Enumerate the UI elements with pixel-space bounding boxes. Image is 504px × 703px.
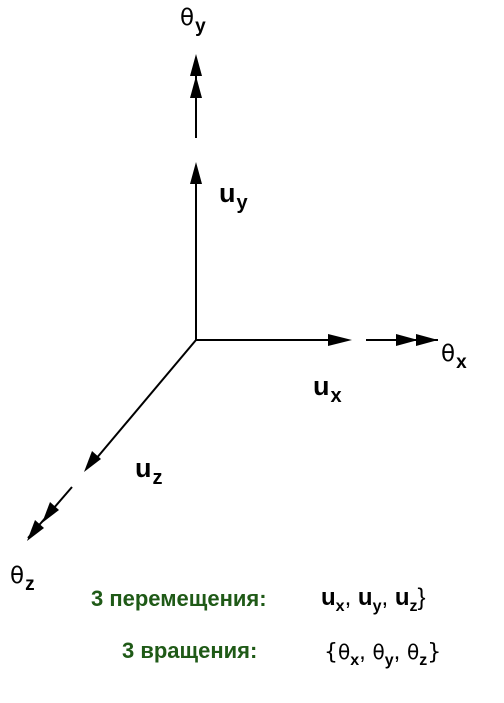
translations-row: 3 перемещения: ux, uy, uz} bbox=[91, 586, 426, 615]
theta-z-sub: z bbox=[419, 652, 428, 669]
theta-symbol-3: θ bbox=[407, 640, 420, 664]
theta-y-label: θy bbox=[180, 5, 206, 37]
u-z-arrowhead bbox=[84, 451, 101, 472]
theta-z-subscript: z bbox=[25, 574, 35, 595]
u-symbol-2: u bbox=[357, 584, 373, 611]
rotations-row: 3 вращения: {θx, θy, θz} bbox=[122, 638, 441, 669]
theta-x-symbol: θ bbox=[441, 341, 456, 367]
theta-z-label: θz bbox=[10, 563, 35, 595]
separator-2: , bbox=[381, 584, 395, 611]
theta-y-symbol: θ bbox=[180, 5, 195, 31]
u-x-arrowhead bbox=[328, 334, 352, 346]
theta-symbol-2: θ bbox=[372, 640, 385, 664]
theta-x-arrowhead-1 bbox=[396, 334, 418, 346]
closing-brace: } bbox=[417, 584, 426, 611]
closing-brace: } bbox=[427, 640, 442, 665]
theta-x-subscript: x bbox=[456, 352, 467, 373]
theta-z-symbol: θ bbox=[10, 563, 25, 589]
opening-brace: { bbox=[324, 640, 338, 665]
theta-x-sub: x bbox=[350, 652, 360, 669]
theta-y-subscript: y bbox=[195, 16, 206, 37]
theta-symbol-1: θ bbox=[338, 640, 351, 664]
theta-z-arrowhead-1 bbox=[42, 502, 59, 523]
u-x-subscript: x bbox=[330, 385, 342, 407]
theta-z-arrowhead-2 bbox=[27, 520, 44, 541]
u-x-sub: x bbox=[335, 598, 345, 615]
u-z-label: uz bbox=[135, 453, 163, 489]
u-z-sub: z bbox=[409, 598, 418, 615]
separator-1: , bbox=[359, 638, 373, 665]
u-x-label: ux bbox=[313, 371, 342, 407]
theta-y-arrowhead-2 bbox=[190, 76, 202, 98]
u-symbol-1: u bbox=[321, 584, 336, 611]
z-axis-line bbox=[89, 339, 197, 467]
theta-x-arrowhead-2 bbox=[416, 334, 438, 346]
u-z-symbol: u bbox=[135, 453, 152, 483]
u-y-sub: y bbox=[372, 598, 382, 615]
translations-formula: ux, uy, uz} bbox=[321, 586, 426, 615]
theta-y-arrowhead-1 bbox=[190, 54, 202, 76]
u-y-arrowhead bbox=[190, 162, 202, 184]
rotations-formula: {θx, θy, θz} bbox=[324, 640, 441, 669]
theta-y-sub: y bbox=[384, 652, 394, 669]
separator-2: , bbox=[393, 638, 407, 665]
u-x-symbol: u bbox=[313, 371, 330, 401]
rotations-caption: 3 вращения: bbox=[122, 638, 258, 663]
separator-1: , bbox=[344, 584, 358, 611]
translations-caption: 3 перемещения: bbox=[91, 586, 267, 611]
u-z-subscript: z bbox=[152, 467, 163, 489]
u-y-symbol: u bbox=[219, 178, 236, 208]
theta-x-label: θx bbox=[441, 341, 467, 373]
u-y-subscript: y bbox=[236, 192, 248, 214]
u-y-label: uy bbox=[219, 178, 248, 214]
u-symbol-3: u bbox=[394, 584, 410, 611]
